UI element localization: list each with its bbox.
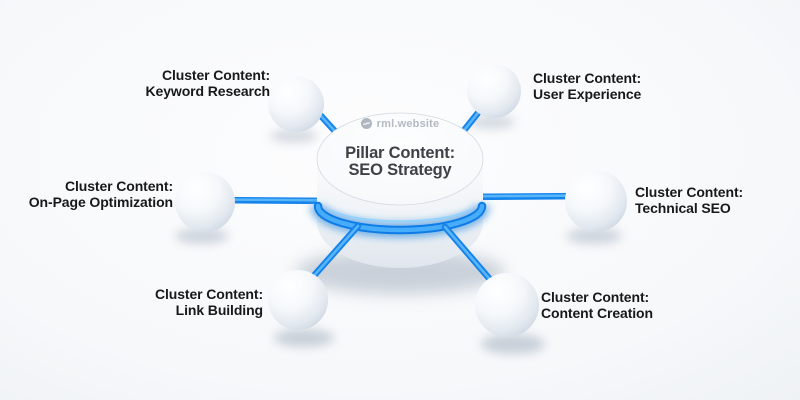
pillar-label-line2: SEO Strategy	[348, 161, 452, 179]
cluster-label-line1: Cluster Content:	[635, 184, 744, 200]
cluster-label-line2: Content Creation	[541, 305, 653, 321]
sphere-shadow	[274, 329, 334, 347]
sphere-shadow	[469, 115, 515, 129]
cluster-label-technical-seo: Cluster Content: Technical SEO	[635, 184, 743, 216]
watermark: rml.website	[300, 116, 500, 131]
ground-shadows	[175, 115, 622, 354]
sphere-shadow	[481, 334, 545, 354]
cluster-label-line2: User Experience	[533, 86, 642, 102]
cluster-sphere-user-experience	[467, 64, 521, 118]
pillar-label-line1: Pillar Content:	[345, 144, 455, 162]
cluster-label-line1: Cluster Content:	[541, 289, 650, 305]
pillar-ring-highlight	[329, 209, 471, 223]
cluster-label-link-building: Cluster Content: Link Building	[63, 286, 263, 318]
sphere-shadow	[566, 228, 622, 244]
watermark-text: rml.website	[376, 117, 440, 130]
cluster-sphere-technical-seo	[565, 170, 627, 232]
cluster-label-line1: Cluster Content:	[533, 70, 642, 86]
cluster-label-line2: On-Page Optimization	[28, 194, 173, 210]
pillar-top-face	[316, 112, 484, 206]
cluster-label-line1: Cluster Content:	[64, 178, 173, 194]
cluster-sphere-content-creation	[475, 273, 539, 337]
pillar-shadow	[295, 250, 505, 294]
pillar-ring-core	[315, 203, 485, 233]
cluster-sphere-link-building	[268, 270, 328, 330]
cluster-sphere-on-page-optimization	[175, 172, 235, 232]
cluster-label-on-page-optimization: Cluster Content: On-Page Optimization	[0, 178, 173, 210]
cluster-label-line1: Cluster Content:	[154, 286, 263, 302]
sphere-shadow	[270, 129, 318, 143]
cluster-label-keyword-research: Cluster Content: Keyword Research	[70, 67, 271, 99]
cluster-label-line2: Link Building	[175, 302, 263, 318]
sphere-shadow	[175, 228, 229, 244]
cluster-label-line1: Cluster Content:	[161, 67, 270, 83]
rml-logo-icon	[360, 118, 372, 129]
pillar-label: Pillar Content: SEO Strategy	[300, 145, 500, 179]
cluster-label-line2: Keyword Research	[145, 83, 271, 99]
cluster-label-line2: Technical SEO	[635, 200, 731, 216]
cluster-spheres	[175, 64, 627, 337]
cluster-sphere-keyword-research	[268, 76, 324, 132]
cluster-label-content-creation: Cluster Content: Content Creation	[541, 289, 653, 321]
cluster-label-user-experience: Cluster Content: User Experience	[533, 70, 641, 102]
pillar-cylinder	[310, 112, 490, 268]
